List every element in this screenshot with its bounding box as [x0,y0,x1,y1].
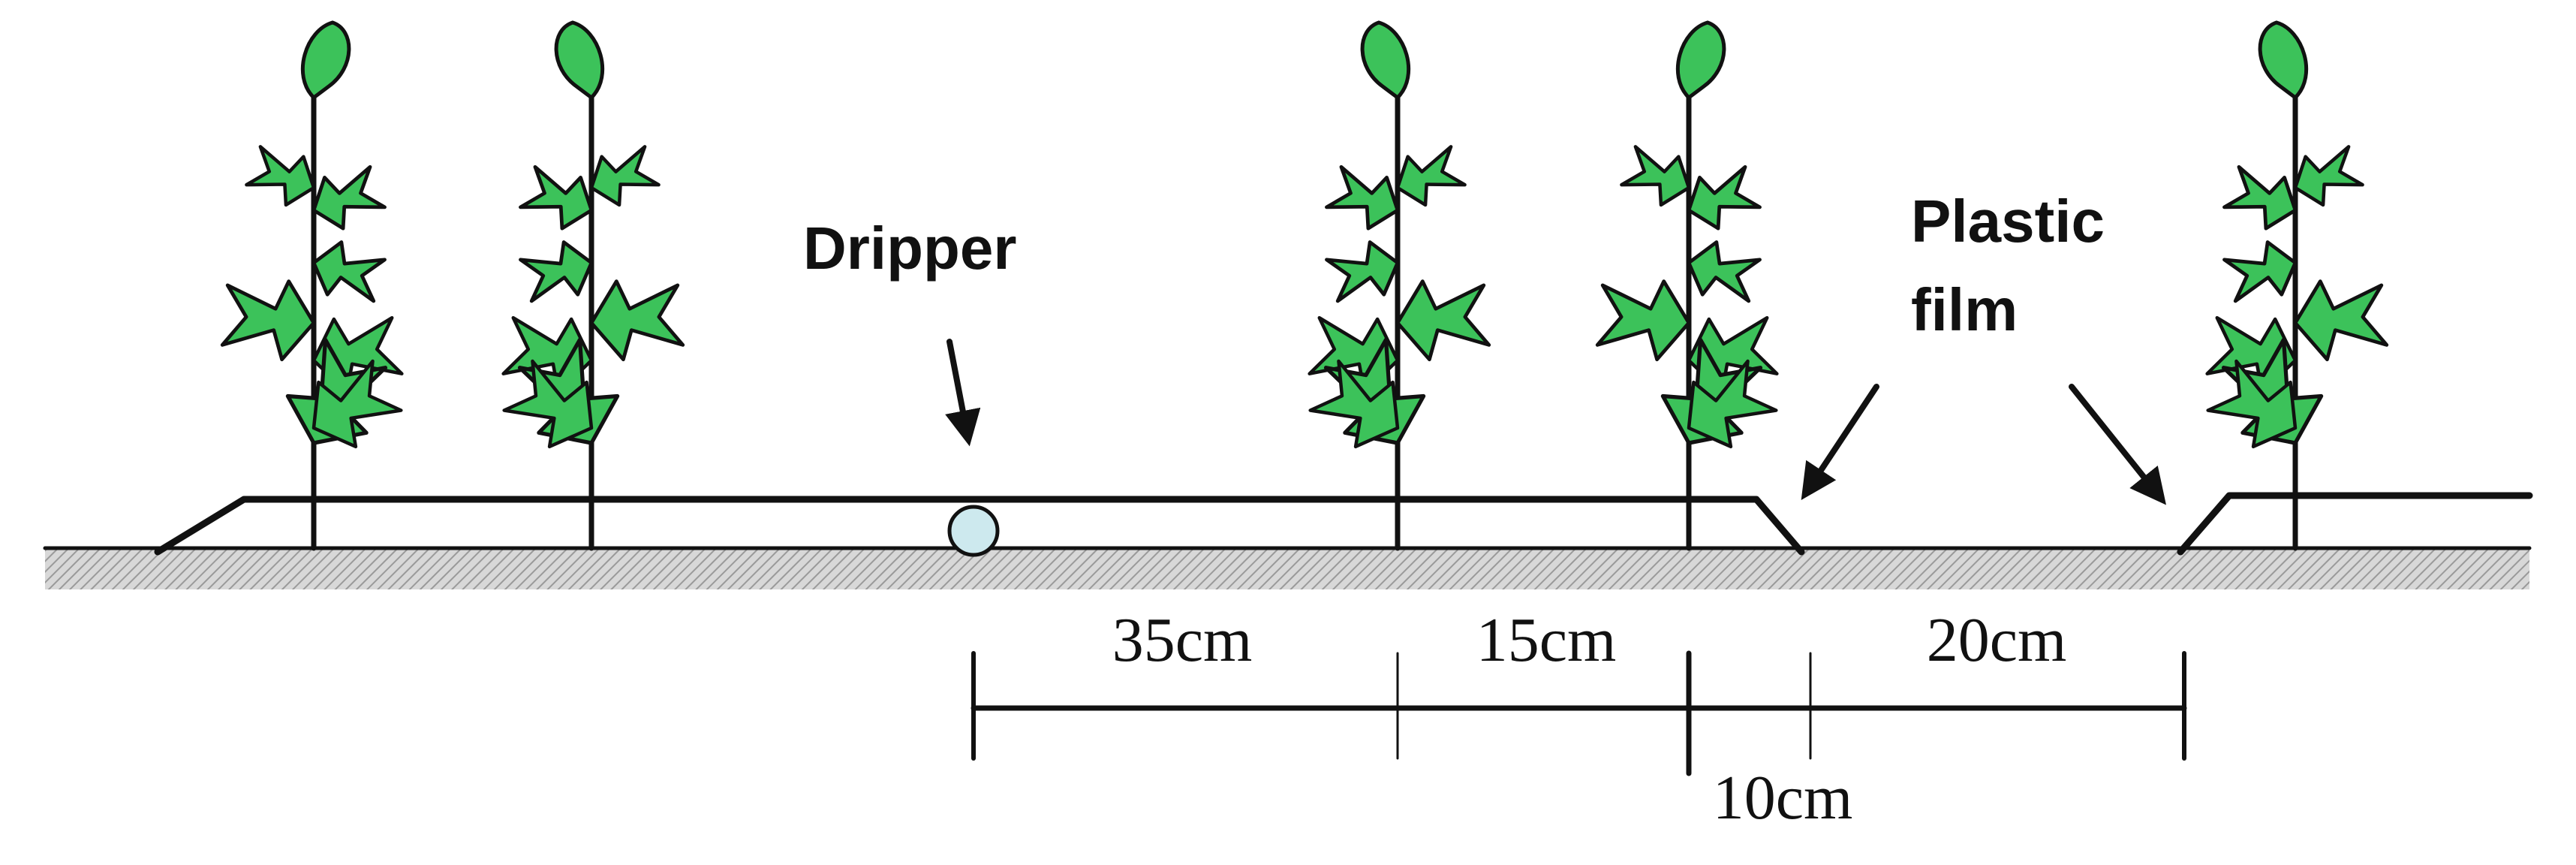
plant-3 [1306,23,1490,548]
dripper-arrow [945,339,981,447]
dimension-labels: 35cm 15cm 10cm 20cm [1112,605,2067,833]
plastic-film-label-line1: Plastic [1911,188,2105,255]
arrows [945,339,2166,505]
plant-1 [221,23,405,548]
dripper-label: Dripper [803,215,1017,282]
plastic-film-right-bed [2177,492,2533,556]
dimension-lines [971,650,2187,776]
plastic-film [154,492,2533,556]
plastic-film-label-line2: film [1911,276,2018,343]
dimension-label-20cm: 20cm [1927,605,2067,675]
plastic-film-arrow-right [2069,384,2166,505]
ground [43,546,2532,589]
plant-4 [1596,23,1780,548]
cotton-plants [221,23,2388,548]
plastic-film-left-bed [154,496,1805,556]
plant-5 [2204,23,2388,548]
soil-hatch [45,548,2529,589]
dimension-label-35cm: 35cm [1112,605,1253,675]
dimension-label-15cm: 15cm [1476,605,1617,675]
plant-2 [500,23,684,548]
dimension-label-10cm: 10cm [1713,763,1853,833]
plastic-film-arrow-left [1801,384,1879,500]
dripper-icon [947,505,1000,557]
